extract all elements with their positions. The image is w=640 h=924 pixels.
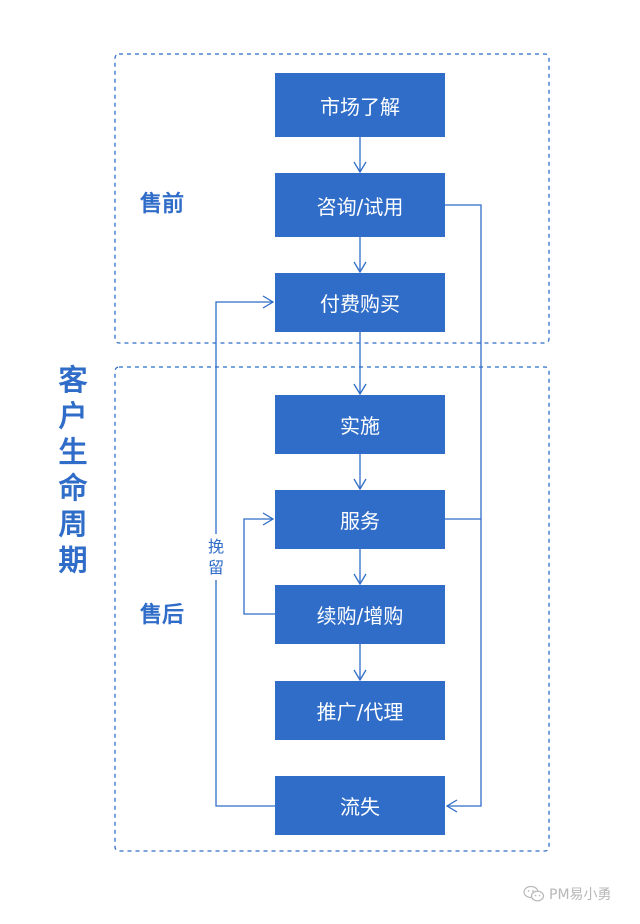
step-consult: 咨询/试用 <box>275 173 445 237</box>
arrow-consult-churn <box>445 204 482 813</box>
title-char: 期 <box>58 543 88 577</box>
watermark-text: PM易小勇 <box>549 887 612 903</box>
retain-label: 挽 留 <box>204 534 228 580</box>
step-renew: 续购/增购 <box>275 585 445 644</box>
retain-char: 留 <box>207 558 224 577</box>
pre-sale-frame <box>114 53 550 344</box>
title-char: 客 <box>58 363 88 397</box>
step-churn: 流失 <box>275 776 445 835</box>
title-char: 周 <box>58 507 88 541</box>
step-market: 市场了解 <box>275 73 445 137</box>
phase-label-pre-sale: 售前 <box>140 192 185 217</box>
step-service: 服务 <box>275 490 445 549</box>
step-purchase: 付费购买 <box>275 273 445 332</box>
title-char: 生 <box>58 435 88 469</box>
wechat-icon <box>523 885 545 902</box>
phase-label-post-sale: 售后 <box>140 603 185 628</box>
retain-char: 挽 <box>207 537 224 556</box>
step-promote: 推广/代理 <box>275 681 445 740</box>
step-implement: 实施 <box>275 395 445 454</box>
diagram-title: 客 户 生 命 周 期 <box>56 362 90 578</box>
watermark: PM易小勇 <box>523 884 612 904</box>
title-char: 命 <box>58 471 88 505</box>
title-char: 户 <box>58 399 88 433</box>
post-sale-frame <box>114 366 550 852</box>
arrow-renew-service <box>243 512 275 615</box>
